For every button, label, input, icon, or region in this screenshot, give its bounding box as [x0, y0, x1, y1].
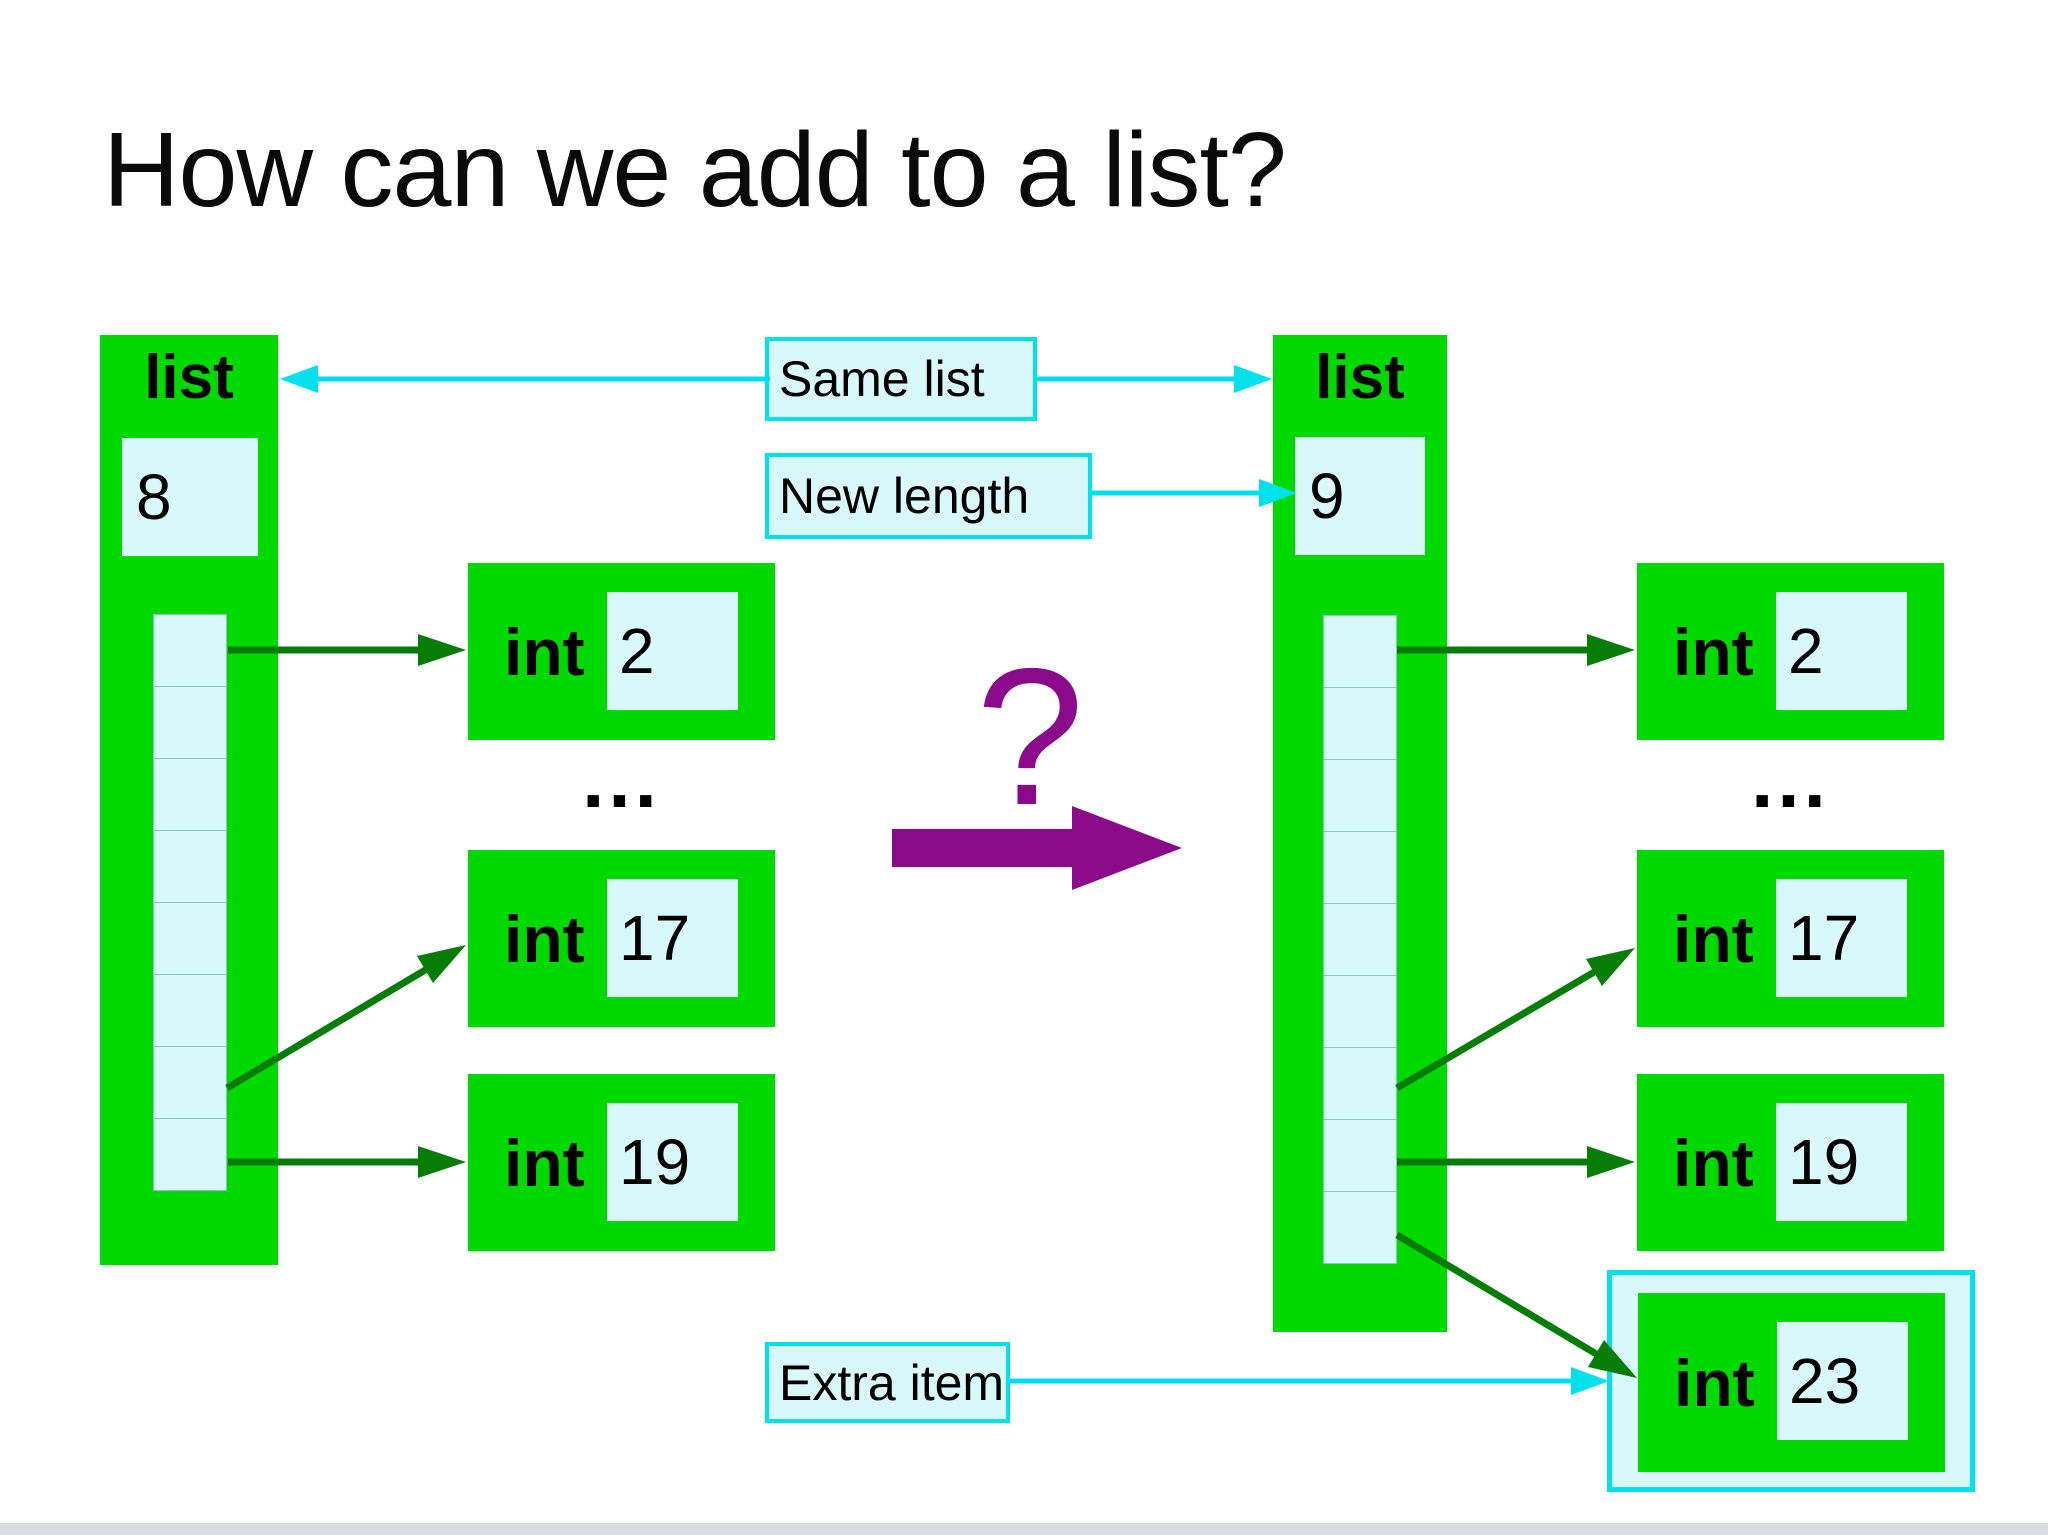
int-value: 2 [1776, 592, 1907, 710]
int-value: 23 [1777, 1322, 1908, 1440]
array-cell [1323, 759, 1397, 832]
right-list-title: list [1315, 343, 1405, 412]
array-cell [1323, 615, 1397, 688]
type-label: int [504, 1125, 585, 1200]
right-array-cells [1323, 615, 1397, 1264]
right-int-box-17: int 17 [1637, 850, 1944, 1027]
same-list-arrow-right [1037, 365, 1272, 393]
array-cell [1323, 831, 1397, 904]
array-cell [1323, 1119, 1397, 1192]
left-int-box-2: int 2 [468, 563, 775, 740]
int-value: 17 [1776, 879, 1907, 997]
extra-item-arrow [1010, 1367, 1609, 1395]
array-cell [153, 1046, 227, 1119]
array-cell [1323, 975, 1397, 1048]
array-cell [1323, 903, 1397, 976]
array-cell [153, 614, 227, 687]
left-array-cells [153, 614, 227, 1191]
type-label: int [504, 614, 585, 689]
array-cell [153, 974, 227, 1047]
left-list-length: 8 [122, 438, 258, 556]
array-cell [1323, 687, 1397, 760]
right-int-box-19: int 19 [1637, 1074, 1944, 1251]
right-ellipsis: ... [1751, 735, 1830, 824]
right-list-box: list 9 [1273, 335, 1447, 1332]
right-int-box-23: int 23 [1638, 1293, 1945, 1472]
left-list-title: list [144, 343, 234, 412]
page-title: How can we add to a list? [103, 111, 1287, 229]
type-label: int [1673, 1125, 1754, 1200]
int-value: 2 [607, 592, 738, 710]
extra-item-label: Extra item [765, 1342, 1010, 1423]
array-cell [153, 1118, 227, 1191]
int-value: 19 [1776, 1103, 1907, 1221]
array-cell [1323, 1047, 1397, 1120]
array-cell [153, 902, 227, 975]
type-label: int [1673, 901, 1754, 976]
left-list-box: list 8 [100, 335, 278, 1265]
bottom-edge [0, 1523, 2048, 1535]
same-list-label: Same list [765, 337, 1037, 421]
array-cell [153, 758, 227, 831]
int-value: 17 [607, 879, 738, 997]
array-cell [1323, 1191, 1397, 1264]
same-list-arrow-left [280, 365, 770, 393]
array-cell [153, 830, 227, 903]
left-int-box-17: int 17 [468, 850, 775, 1027]
new-length-arrow [1092, 479, 1297, 507]
type-label: int [1673, 614, 1754, 689]
array-cell [153, 686, 227, 759]
new-length-label: New length [765, 453, 1092, 539]
type-label: int [1674, 1345, 1755, 1420]
right-int-box-2: int 2 [1637, 563, 1944, 740]
int-value: 19 [607, 1103, 738, 1221]
question-mark: ? [975, 628, 1085, 846]
right-list-length: 9 [1295, 437, 1425, 555]
type-label: int [504, 901, 585, 976]
left-ellipsis: ... [582, 735, 661, 824]
left-int-box-19: int 19 [468, 1074, 775, 1251]
